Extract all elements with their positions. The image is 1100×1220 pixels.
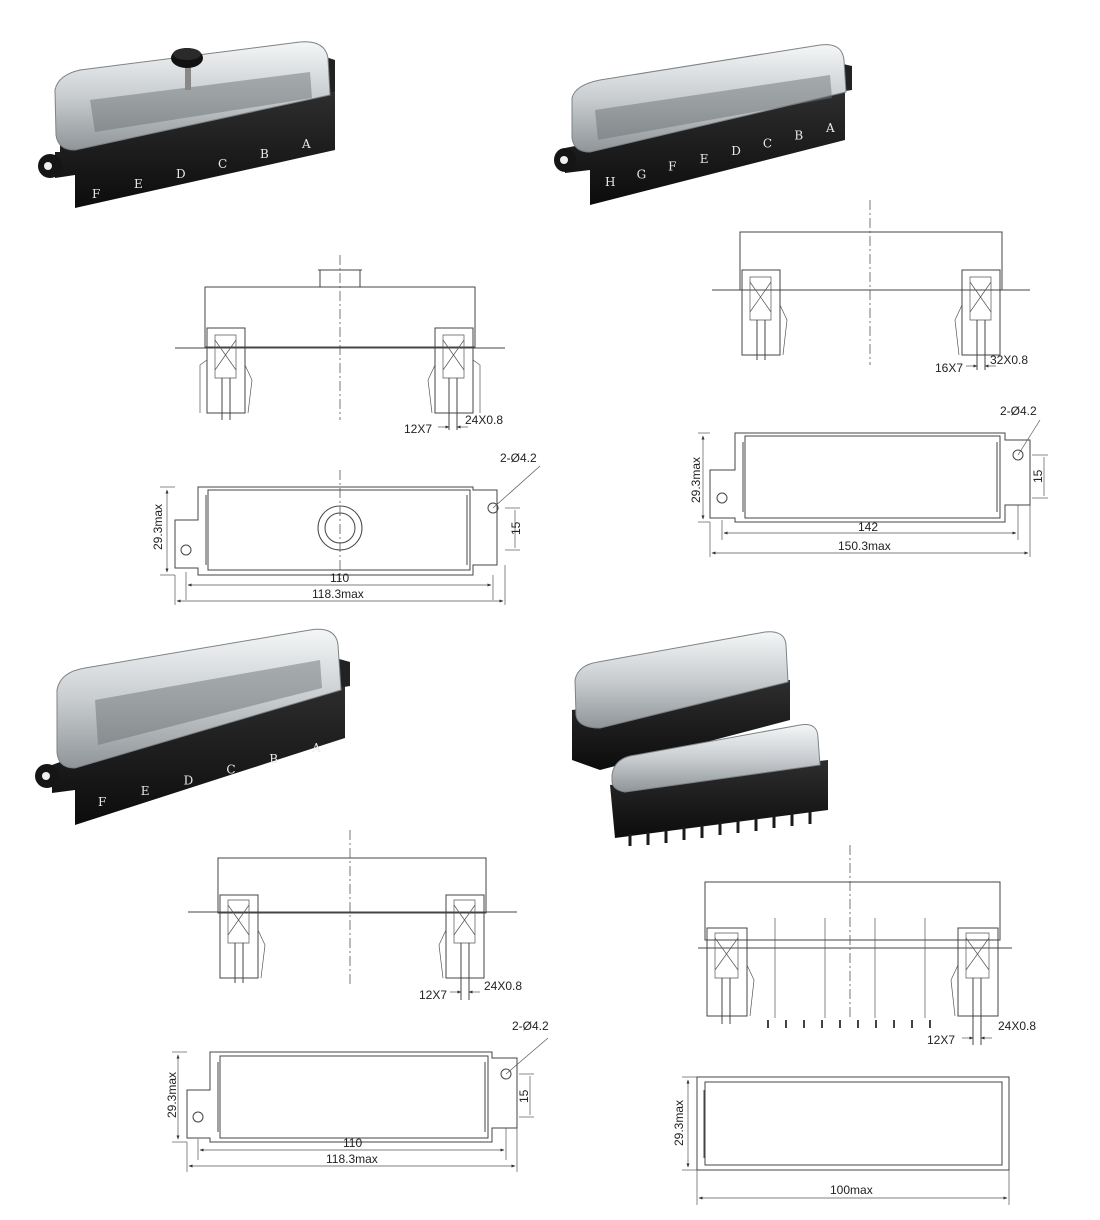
photo-letter: D (184, 773, 194, 787)
top-view-drawing-stackable: 29.3max 100max (672, 1076, 1010, 1205)
pitch-label: 110 (343, 1136, 362, 1150)
blade-label: 24X0.8 (484, 979, 522, 993)
hole-label: 2-Ø4.2 (500, 451, 537, 465)
photo-letter: B (794, 129, 803, 143)
pin-label: 12X7 (927, 1033, 955, 1047)
length-label: 118.3max (312, 587, 364, 601)
top-view-drawing-eight-way: 29.3max 2-Ø4.2 15 142 150.3max (689, 404, 1048, 557)
pin-label: 12X7 (419, 988, 447, 1002)
height-label: 29.3max (672, 1100, 686, 1146)
height-label: 29.3max (151, 504, 165, 550)
hole-spacing-label: 15 (517, 1089, 531, 1103)
height-label: 29.3max (165, 1072, 179, 1118)
photo-letter: C (226, 763, 235, 777)
product-photo-six-way: F E D C B A (35, 628, 350, 825)
pin-label: 12X7 (404, 422, 432, 436)
photo-letter: E (134, 177, 143, 191)
length-label: 118.3max (326, 1152, 378, 1166)
photo-letter: B (260, 147, 269, 161)
height-label: 29.3max (689, 457, 703, 503)
hole-spacing-label: 15 (509, 521, 523, 535)
blade-label: 24X0.8 (998, 1019, 1036, 1033)
hole-spacing-label: 15 (1031, 469, 1045, 483)
length-label: 150.3max (838, 539, 891, 553)
photo-letter: B (269, 752, 278, 766)
side-view-drawing-stackable: 12X7 24X0.8 (698, 845, 1036, 1047)
photo-fuse-letters: H G F E D C B A (605, 121, 835, 189)
hole-label: 2-Ø4.2 (512, 1019, 549, 1033)
pitch-label: 110 (330, 571, 349, 585)
blade-label: 32X0.8 (990, 353, 1028, 367)
photo-letter: G (637, 167, 647, 181)
side-view-drawing-six-way-knob: 12X7 24X0.8 (175, 255, 505, 436)
photo-letter: C (763, 136, 772, 150)
photo-fuse-letters: F E D C B A (92, 137, 311, 201)
product-photo-eight-way: H G F E D C B A (554, 44, 852, 205)
product-photo-stackable (572, 631, 828, 846)
product-photo-six-way-knob: F E D C B A (38, 41, 335, 208)
photo-letter: A (311, 741, 321, 755)
photo-letter: A (825, 121, 835, 135)
photo-letter: F (668, 160, 676, 174)
side-view-drawing-six-way: 12X7 24X0.8 (188, 830, 522, 1002)
side-view-drawing-eight-way: 16X7 32X0.8 (712, 200, 1030, 375)
photo-letter: A (301, 137, 311, 151)
photo-letter: E (141, 784, 150, 798)
length-label: 100max (830, 1183, 873, 1197)
photo-letter: E (700, 152, 709, 166)
hole-label: 2-Ø4.2 (1000, 404, 1037, 418)
top-view-drawing-six-way-knob: 29.3max 2-Ø4.2 15 110 118.3max (151, 451, 541, 605)
photo-letter: H (605, 175, 615, 189)
blade-label: 24X0.8 (465, 413, 503, 427)
photo-letter: D (176, 167, 186, 181)
photo-fuse-letters: F E D C B A (98, 741, 321, 809)
pitch-label: 142 (858, 520, 878, 534)
pin-label: 16X7 (935, 361, 963, 375)
top-view-drawing-six-way: 29.3max 2-Ø4.2 15 110 118.3max (165, 1019, 549, 1172)
photo-letter: F (98, 795, 106, 809)
photo-letter: D (731, 144, 741, 158)
photo-letter: F (92, 187, 100, 201)
photo-letter: C (218, 157, 227, 171)
